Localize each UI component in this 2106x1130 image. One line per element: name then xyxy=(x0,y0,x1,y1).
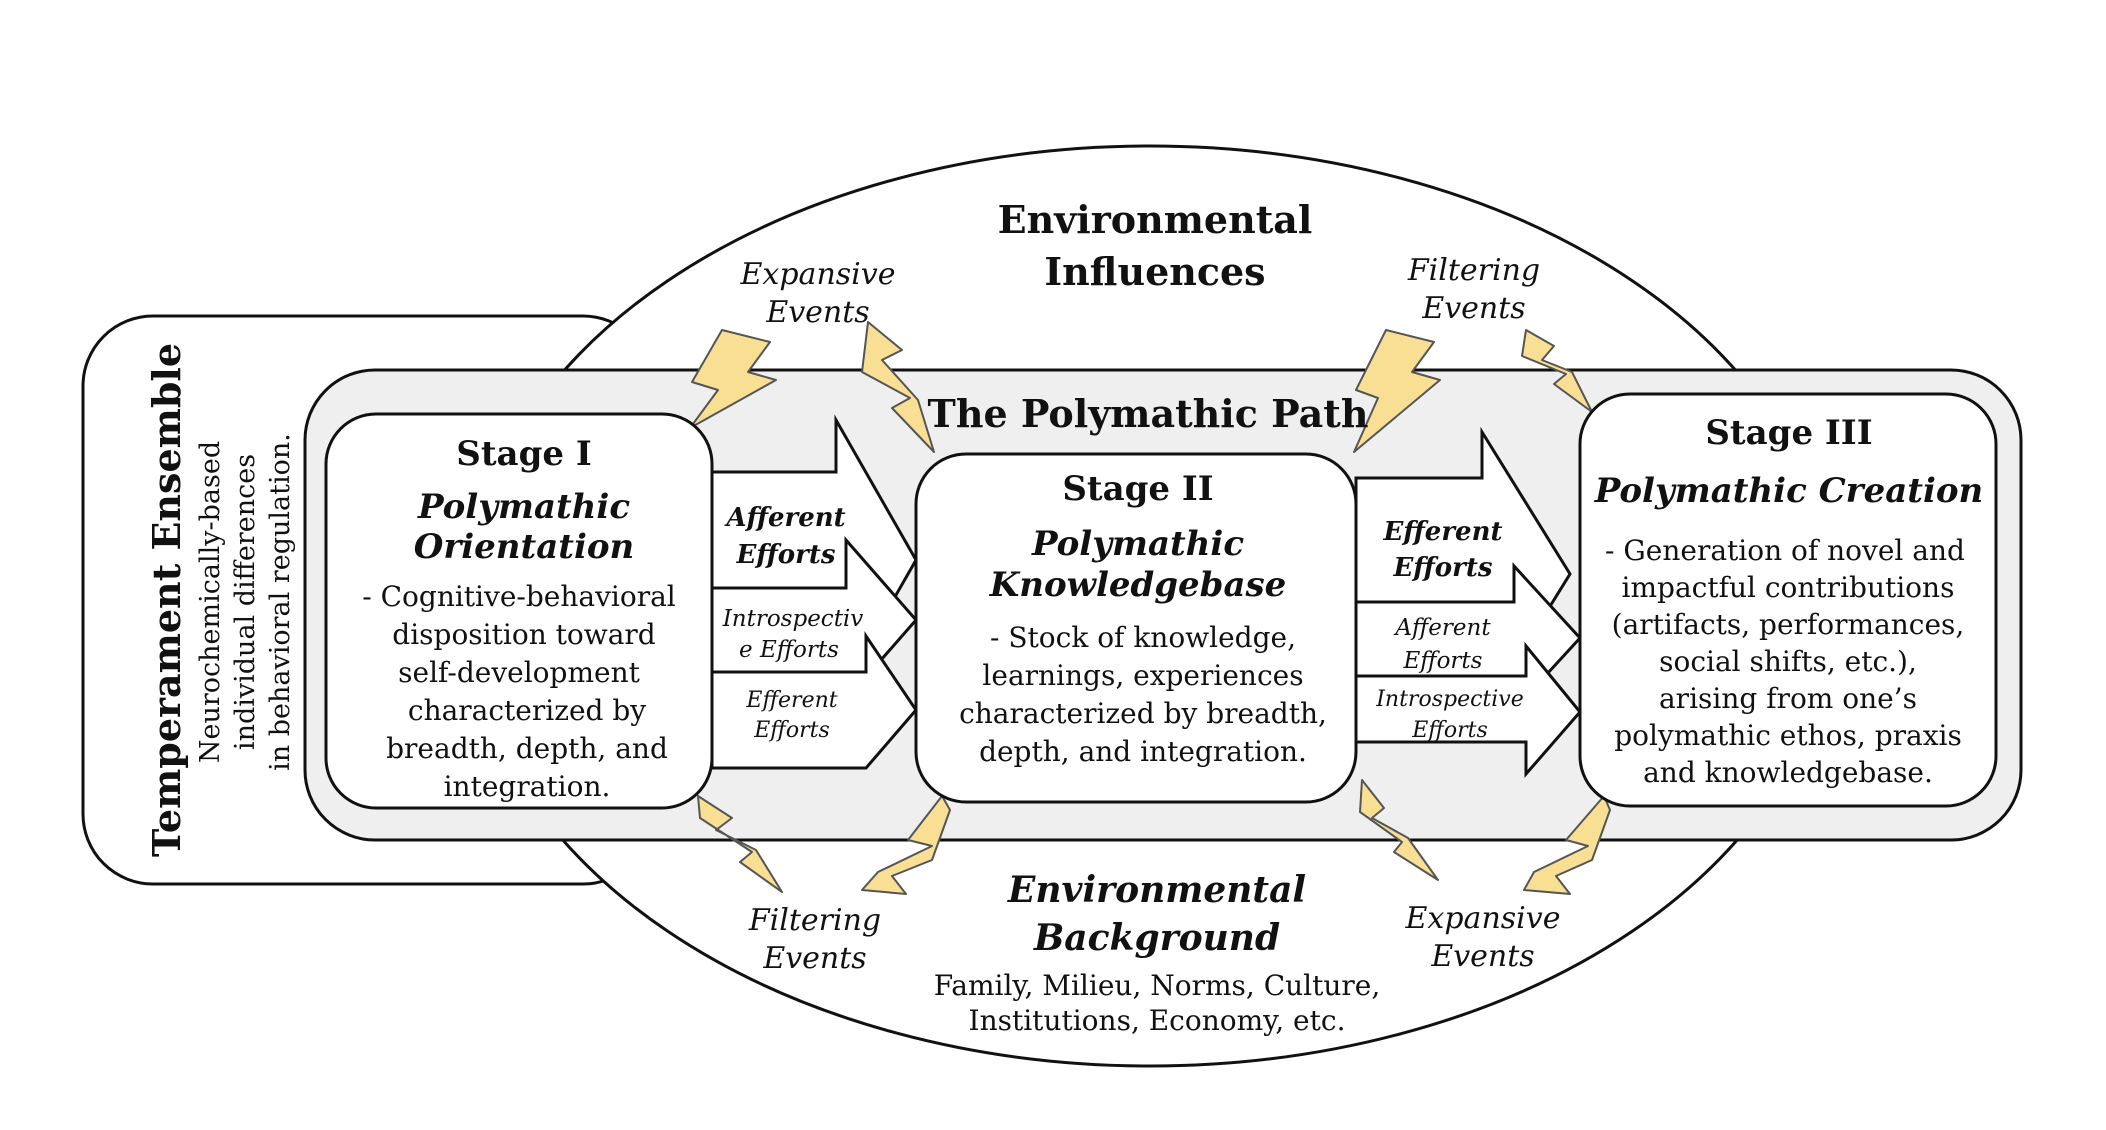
background-desc: Family, Milieu, Norms, Culture, xyxy=(934,969,1381,1002)
background-title: Environmental xyxy=(1007,869,1306,911)
event-label-top-right: Filtering xyxy=(1407,253,1540,288)
background-title: Background xyxy=(1033,917,1280,959)
temperament-title: Temperament Ensemble xyxy=(144,343,189,857)
influences-title: Influences xyxy=(1044,249,1265,294)
stage3-desc: (artifacts, performances, xyxy=(1612,608,1965,641)
lightning-bolts xyxy=(689,321,1611,895)
stage1-box xyxy=(324,412,714,810)
stage1-desc: breadth, depth, and xyxy=(386,732,668,765)
path-title: The Polymathic Path xyxy=(928,391,1369,436)
lightning-bolt-icon xyxy=(697,795,783,893)
stage1-desc: self-development xyxy=(398,656,640,689)
efforts-right-introspective: Efforts xyxy=(1411,718,1488,743)
event-label-top-left: Events xyxy=(765,295,869,330)
stage1-desc: disposition toward xyxy=(392,618,656,651)
lightning-bolt-icon xyxy=(1353,329,1441,453)
influences-title: Environmental xyxy=(998,197,1313,242)
stage2-desc: characterized by breadth, xyxy=(959,697,1327,730)
stage2-desc: - Stock of knowledge, xyxy=(990,621,1296,654)
efforts-right-introspective: Introspective xyxy=(1375,687,1524,712)
temperament-desc: individual differences xyxy=(230,454,261,750)
stage2-name: Polymathic xyxy=(1031,524,1244,564)
stage2-box xyxy=(914,452,1358,804)
stage3-desc: social shifts, etc.), xyxy=(1659,645,1917,678)
event-label-bottom-left: Events xyxy=(762,941,866,976)
stage1-label: Stage I xyxy=(456,434,591,474)
lightning-bolt-icon xyxy=(861,795,951,895)
efforts-right-afferent: Afferent xyxy=(1393,615,1491,641)
event-label-bottom-right: Expansive xyxy=(1405,901,1561,936)
lightning-bolt-icon xyxy=(1523,795,1611,895)
stage3-desc: - Generation of novel and xyxy=(1605,534,1965,567)
stage3-label: Stage III xyxy=(1705,413,1872,453)
stage1-desc: - Cognitive-behavioral xyxy=(362,580,676,613)
stage1-desc: characterized by xyxy=(408,694,646,727)
lightning-bolt-icon xyxy=(1359,779,1439,881)
event-label-top-right: Events xyxy=(1421,291,1525,326)
efforts-right-efferent: Efferent xyxy=(1382,517,1502,547)
event-label-bottom-right: Events xyxy=(1430,939,1534,974)
stage3-desc: impactful contributions xyxy=(1622,571,1955,604)
stage3-box xyxy=(1578,392,1998,808)
background-desc: Institutions, Economy, etc. xyxy=(969,1004,1346,1037)
stage2-label: Stage II xyxy=(1062,469,1213,509)
stage2-desc: depth, and integration. xyxy=(979,735,1307,768)
stage3-name: Polymathic Creation xyxy=(1594,471,1984,511)
lightning-bolt-icon xyxy=(861,321,935,453)
efforts-left-introspective: e Efforts xyxy=(739,637,839,663)
stage3-desc: and knowledgebase. xyxy=(1643,756,1933,789)
efforts-right-efferent: Efforts xyxy=(1392,553,1492,583)
stage3-desc: arising from one’s xyxy=(1659,682,1917,715)
stage1-name: Orientation xyxy=(414,527,635,567)
efforts-left-introspective: Introspectiv xyxy=(722,606,864,632)
arrows-left xyxy=(710,414,918,770)
stage2-name: Knowledgebase xyxy=(989,565,1287,605)
efforts-left-efferent: Efforts xyxy=(753,718,830,743)
efforts-left-efferent: Efferent xyxy=(745,688,837,713)
event-label-top-left: Expansive xyxy=(740,257,896,292)
stage2-desc: learnings, experiences xyxy=(982,659,1303,692)
introspective-arrow-right xyxy=(1354,641,1582,779)
efforts-left-afferent: Efforts xyxy=(735,540,835,570)
stage1-name: Polymathic xyxy=(417,487,630,527)
stage1-desc: integration. xyxy=(444,770,611,803)
lightning-bolt-icon xyxy=(689,329,777,429)
temperament-desc: in behavioral regulation. xyxy=(265,433,296,771)
stage3-desc: polymathic ethos, praxis xyxy=(1614,719,1962,752)
efforts-right-afferent: Efforts xyxy=(1403,648,1483,674)
arrows-right xyxy=(1354,426,1583,779)
event-label-bottom-left: Filtering xyxy=(748,903,881,938)
efforts-left-afferent: Afferent xyxy=(723,503,845,533)
temperament-desc: Neurochemically-based xyxy=(195,441,226,763)
